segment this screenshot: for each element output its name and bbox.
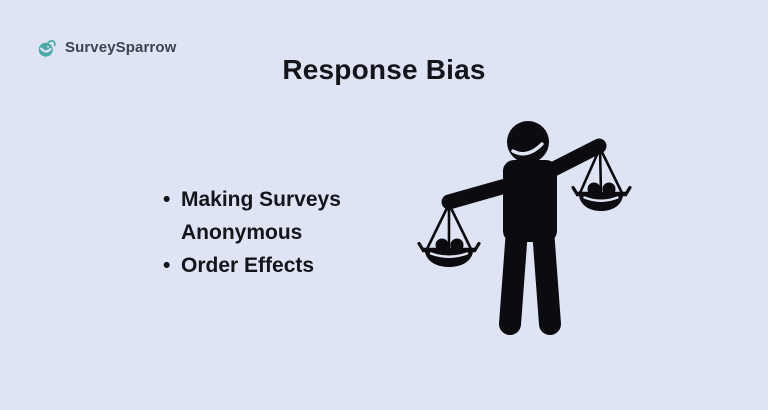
right-scale [571,147,632,211]
person-right-arm [528,138,607,186]
person-left-arm [441,175,524,210]
brand-logo: SurveySparrow [37,37,176,58]
person-left-leg [499,219,528,335]
sparrow-bird-icon [38,39,56,57]
balance-scales-person-illustration [417,121,632,335]
bullet-list: Making Surveys Anonymous Order Effects [163,183,368,282]
person-right-leg [532,219,561,335]
brand-name: SurveySparrow [65,39,177,56]
list-item: Making Surveys Anonymous [163,183,368,249]
person-frown [511,142,544,156]
page-title: Response Bias [282,54,486,85]
left-scale [417,203,481,267]
person-head [507,121,549,163]
list-item: Order Effects [163,249,368,282]
